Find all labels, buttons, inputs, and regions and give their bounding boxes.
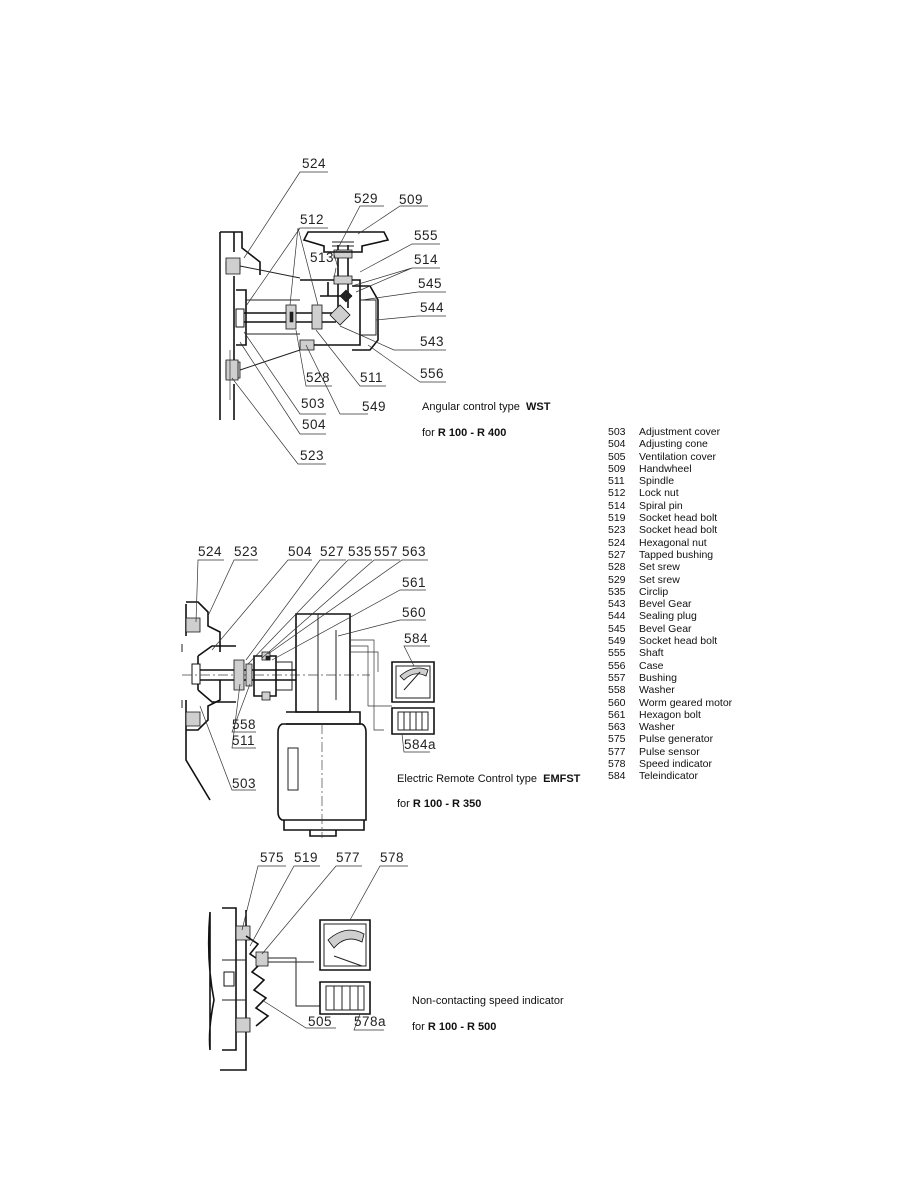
callout-519: 519 bbox=[294, 850, 318, 865]
callout-563: 563 bbox=[402, 544, 426, 559]
callout-556: 556 bbox=[420, 366, 444, 381]
caption-angular-control: Angular control type WST bbox=[422, 401, 551, 413]
caption-angular-range: for R 100 - R 400 bbox=[422, 427, 507, 439]
callout-578: 578 bbox=[380, 850, 404, 865]
callout-504: 504 bbox=[288, 544, 312, 559]
callout-503: 503 bbox=[301, 396, 325, 411]
diagram-angular-control: 524 529 509 512 555 513 514 545 544 543 … bbox=[219, 156, 446, 465]
callout-560: 560 bbox=[402, 605, 426, 620]
callout-544: 544 bbox=[420, 300, 444, 315]
callout-584a: 584a bbox=[404, 737, 436, 752]
callout-543: 543 bbox=[420, 334, 444, 349]
callout-584: 584 bbox=[404, 631, 428, 646]
callout-557: 557 bbox=[374, 544, 398, 559]
callout-505: 505 bbox=[308, 1014, 332, 1029]
callout-509: 509 bbox=[399, 192, 423, 207]
callout-528: 528 bbox=[306, 370, 330, 385]
callout-555: 555 bbox=[414, 228, 438, 243]
callout-514: 514 bbox=[414, 252, 438, 267]
callout-577: 577 bbox=[336, 850, 360, 865]
callout-527: 527 bbox=[320, 544, 344, 559]
callout-512: 512 bbox=[300, 212, 324, 227]
callout-504: 504 bbox=[302, 417, 326, 432]
caption-electric-range: for R 100 - R 350 bbox=[397, 798, 482, 810]
callout-523: 523 bbox=[300, 448, 324, 463]
callout-524: 524 bbox=[302, 156, 326, 171]
callout-511: 511 bbox=[232, 733, 255, 748]
diagram-speed-indicator: 575 519 577 578 505 578a bbox=[207, 850, 408, 1071]
caption-electric-remote-control: Electric Remote Control type EMFST bbox=[397, 773, 581, 785]
callout-558: 558 bbox=[232, 717, 256, 732]
callout-503: 503 bbox=[232, 776, 256, 791]
callout-523: 523 bbox=[234, 544, 258, 559]
callout-511: 511 bbox=[360, 370, 383, 385]
callout-545: 545 bbox=[418, 276, 442, 291]
callout-578a: 578a bbox=[354, 1014, 386, 1029]
callout-549: 549 bbox=[362, 399, 386, 414]
callout-575: 575 bbox=[260, 850, 284, 865]
caption-speed-range: for R 100 - R 500 bbox=[412, 1021, 497, 1033]
callout-529: 529 bbox=[354, 191, 378, 206]
callout-524: 524 bbox=[198, 544, 222, 559]
callout-561: 561 bbox=[402, 575, 426, 590]
callout-535: 535 bbox=[348, 544, 372, 559]
callout-513: 513 bbox=[310, 250, 334, 265]
diagram-electric-remote-control: 524 523 504 527 535 557 563 561 560 584 … bbox=[181, 544, 436, 838]
caption-speed-indicator: Non-contacting speed indicator bbox=[412, 995, 564, 1007]
